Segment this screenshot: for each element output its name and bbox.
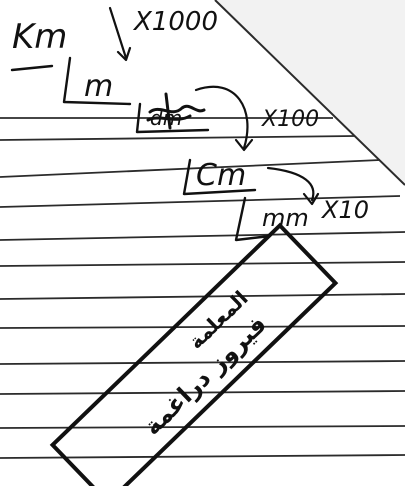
stamp-border <box>49 222 339 486</box>
ruled-line <box>0 425 405 429</box>
staircase-steps <box>10 56 272 242</box>
ruled-line <box>0 325 405 329</box>
arrow-head <box>234 138 254 152</box>
scribble-stroke <box>164 92 172 130</box>
ruled-line <box>0 195 401 208</box>
unit-cm-label: Cm <box>196 158 246 193</box>
scribble-stroke <box>148 104 206 114</box>
factor-dm-to-cm: X100 <box>261 107 319 132</box>
conversion-arrows <box>108 6 320 206</box>
ruled-line <box>0 231 405 241</box>
ruled-line <box>0 261 405 267</box>
arrow-dm-to-cm <box>194 85 249 150</box>
ruled-lines <box>0 117 405 459</box>
step-m <box>62 56 132 106</box>
step-dm <box>135 102 210 134</box>
page-edge <box>214 0 405 186</box>
dm-scribble <box>146 92 206 130</box>
arrow-head <box>302 192 320 206</box>
unit-mm-label: mm <box>262 204 309 232</box>
km-underline <box>10 64 54 72</box>
ruled-line <box>0 390 405 395</box>
ruled-line <box>0 454 405 459</box>
arrow-head <box>116 46 132 62</box>
unit-m-label: m <box>84 69 113 104</box>
arrow-km-to-m <box>108 6 128 60</box>
step-cm <box>182 158 257 196</box>
factor-cm-to-mm: X10 <box>320 196 369 224</box>
arrow-cm-to-mm <box>266 166 315 202</box>
step-mm <box>234 196 272 242</box>
ruled-line <box>0 159 381 178</box>
ruled-line <box>0 293 405 300</box>
ruled-line <box>0 360 405 365</box>
ruled-line <box>0 135 356 141</box>
factor-km-to-m: X1000 <box>132 7 218 37</box>
unit-km-label: Km <box>12 17 67 57</box>
